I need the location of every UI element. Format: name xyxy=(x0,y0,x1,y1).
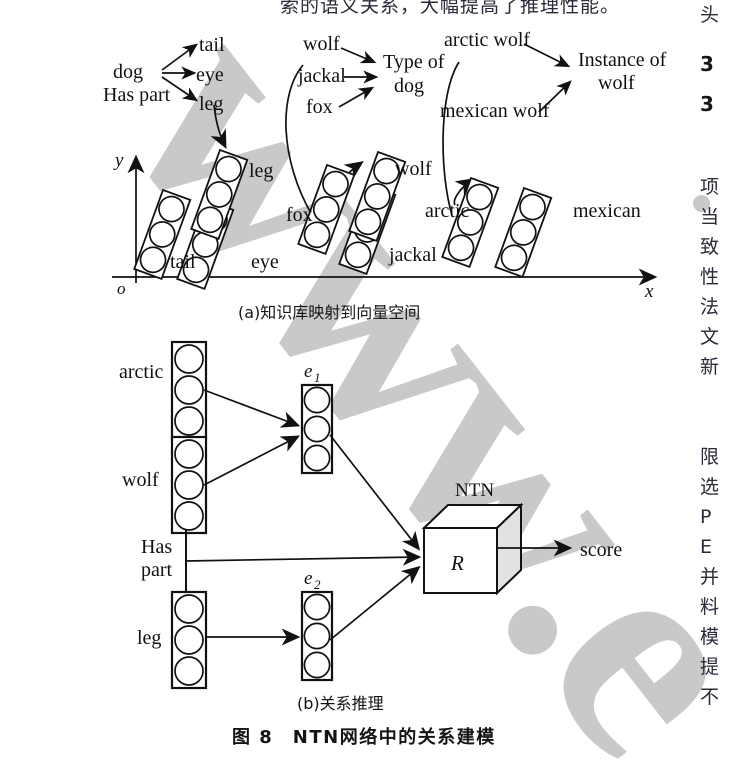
vector-label-tail: tail xyxy=(170,251,196,273)
right-column-line: E xyxy=(700,536,713,558)
node-label-instance-of-wolf-2: wolf xyxy=(598,72,635,94)
relation-label-part: part xyxy=(141,559,173,581)
embedding-vector-e1 xyxy=(300,383,334,475)
node-label-eye: eye xyxy=(196,64,224,86)
edge-e1-to-ntn xyxy=(329,434,421,551)
right-column-line: 模 xyxy=(700,626,720,648)
node-label-leg: leg xyxy=(199,93,223,115)
vector-label-arctic: arctic xyxy=(425,200,470,222)
edges-type-of xyxy=(338,47,379,108)
section-heading-number: 3 xyxy=(700,92,714,116)
figure-title: 图 8 NTN网络中的关系建模 xyxy=(232,727,496,748)
edge-e2-to-ntn xyxy=(329,565,421,641)
edges-instance-of xyxy=(523,43,572,113)
right-column-line: 项 xyxy=(700,176,720,198)
vector-label-wolf: wolf xyxy=(395,158,432,180)
edge-relation-to-ntn xyxy=(185,548,422,566)
vector-label-leg: leg xyxy=(249,160,273,182)
axis-origin-label: o xyxy=(117,279,126,298)
vector-label-fox: fox xyxy=(286,204,313,226)
node-label-mexican-wolf: mexican wolf xyxy=(440,100,550,122)
embedding-label-e2: e xyxy=(304,568,312,589)
right-column-line: 性 xyxy=(700,266,720,288)
right-column-line: 选 xyxy=(700,476,720,498)
right-column-line: 当 xyxy=(700,206,720,228)
embedding-label-e2-sub: 2 xyxy=(314,577,321,592)
input-vector-arctic xyxy=(170,340,208,440)
node-label-tail: tail xyxy=(199,34,225,56)
input-label-wolf: wolf xyxy=(122,469,159,491)
embedding-label-e1-sub: 1 xyxy=(314,370,321,385)
input-vector-leg xyxy=(170,590,208,690)
right-column-line: 文 xyxy=(700,326,720,348)
node-label-type-of-dog: Type of xyxy=(383,51,445,73)
node-label-wolf: wolf xyxy=(303,33,340,55)
vector-capsules xyxy=(133,148,553,291)
input-label-leg: leg xyxy=(137,627,161,649)
ntn-tensor-cube xyxy=(421,502,524,596)
embedding-vector-e2 xyxy=(300,590,334,682)
right-column-line: 限 xyxy=(700,446,720,468)
right-column-line: 料 xyxy=(700,596,720,618)
node-label-dog: dog xyxy=(113,61,143,83)
right-column-line: 法 xyxy=(700,296,720,318)
vector-label-eye: eye xyxy=(251,251,279,273)
vector-label-mexican: mexican xyxy=(573,200,641,222)
body-text-line-top: 索的语义关系，大幅提高了推理性能。 xyxy=(279,0,620,17)
right-column-line: 致 xyxy=(700,236,720,258)
figure-caption-b: (b)关系推理 xyxy=(297,694,384,713)
embedding-label-e1: e xyxy=(304,361,312,382)
edges-has-part xyxy=(161,43,199,102)
node-label-fox: fox xyxy=(306,96,333,118)
node-label-arctic-wolf: arctic wolf xyxy=(444,29,530,51)
mapping-arrows xyxy=(210,61,475,216)
tensor-label-ntn: NTN xyxy=(455,480,494,501)
relation-label-has: Has xyxy=(141,536,172,558)
right-column-line: 新 xyxy=(700,356,720,378)
right-column-line: 不 xyxy=(700,686,720,708)
vector-label-jackal: jackal xyxy=(388,244,437,266)
output-label-score: score xyxy=(580,539,622,561)
axis-label-y: y xyxy=(113,150,124,171)
node-label-instance-of-wolf: Instance of xyxy=(578,49,667,71)
input-label-arctic: arctic xyxy=(119,361,164,383)
right-column-line: 并 xyxy=(700,566,720,588)
figure-caption-a: (a)知识库映射到向量空间 xyxy=(238,303,421,322)
right-column-fragment: 头 3 3 项 当 致 性 法 文 新 限 选 P E 并 料 模 提 不 xyxy=(700,0,737,761)
right-column-line: 提 xyxy=(700,656,720,678)
input-vector-wolf xyxy=(170,435,208,535)
node-label-jackal: jackal xyxy=(297,65,346,87)
node-label-type-of-dog-2: dog xyxy=(394,75,424,97)
right-column-line: 头 xyxy=(700,4,720,26)
axis-label-x: x xyxy=(644,281,654,302)
edges-to-e1 xyxy=(203,389,301,486)
section-heading-number: 3 xyxy=(700,52,714,76)
tensor-face-label-r: R xyxy=(450,551,464,575)
relation-label-has-part: Has part xyxy=(103,84,171,106)
right-column-line: P xyxy=(700,506,712,528)
